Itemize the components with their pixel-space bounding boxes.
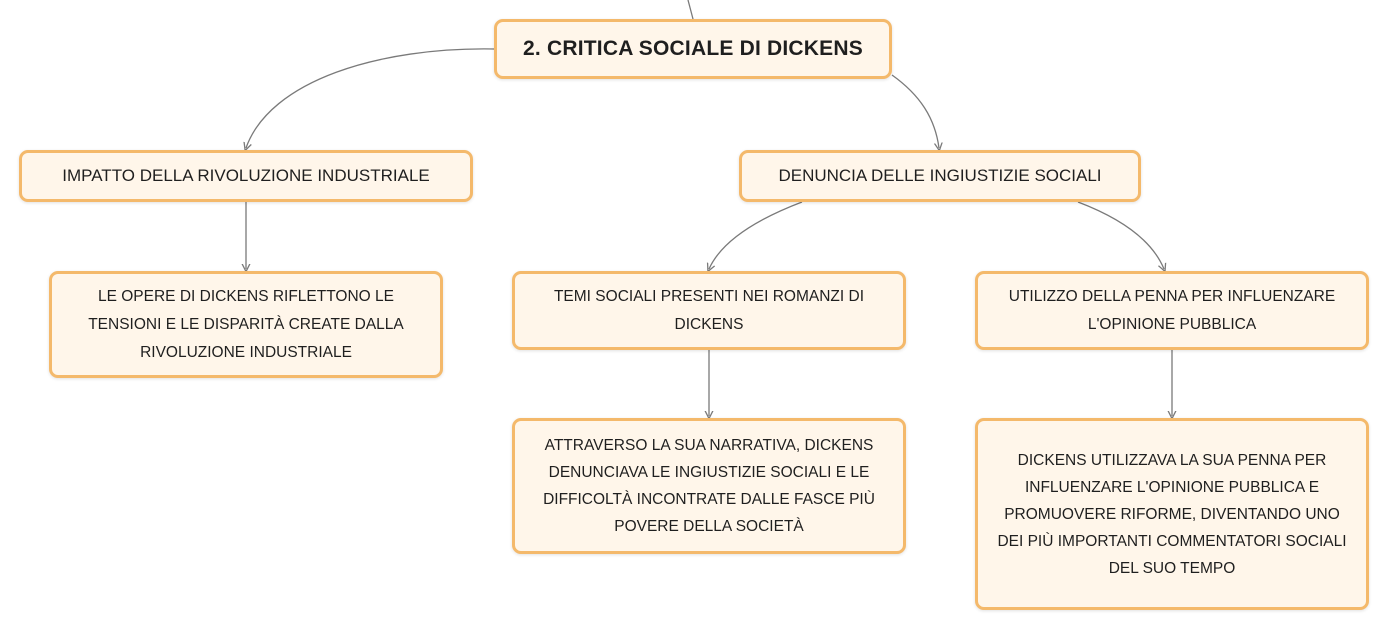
- node-temi-sociali[interactable]: TEMI SOCIALI PRESENTI NEI ROMANZI DI DIC…: [512, 271, 906, 350]
- node-opere-dickens[interactable]: LE OPERE DI DICKENS RIFLETTONO LE TENSIO…: [49, 271, 443, 378]
- node-dickens-penna[interactable]: DICKENS UTILIZZAVA LA SUA PENNA PER INFL…: [975, 418, 1369, 610]
- node-critica-sociale-label: 2. CRITICA SOCIALE DI DICKENS: [523, 37, 863, 60]
- node-temi-sociali-label: TEMI SOCIALI PRESENTI NEI ROMANZI DI DIC…: [553, 287, 865, 333]
- node-impatto-rivoluzione-label: IMPATTO DELLA RIVOLUZIONE INDUSTRIALE: [62, 166, 430, 185]
- node-denuncia-ingiustizie[interactable]: DENUNCIA DELLE INGIUSTIZIE SOCIALI: [739, 150, 1141, 202]
- connector-denuncia-utilizzo: [1077, 201, 1164, 269]
- connector-denuncia-temi: [709, 201, 803, 269]
- node-dickens-penna-label: DICKENS UTILIZZAVA LA SUA PENNA PER INFL…: [997, 451, 1347, 577]
- node-attraverso-narrativa-label: ATTRAVERSO LA SUA NARRATIVA, DICKENS DEN…: [543, 437, 875, 535]
- node-impatto-rivoluzione[interactable]: IMPATTO DELLA RIVOLUZIONE INDUSTRIALE: [19, 150, 473, 202]
- connector-root-impact: [246, 48, 495, 148]
- connector-root-denuncia: [891, 74, 939, 148]
- node-opere-dickens-label: LE OPERE DI DICKENS RIFLETTONO LE TENSIO…: [88, 287, 404, 361]
- node-attraverso-narrativa[interactable]: ATTRAVERSO LA SUA NARRATIVA, DICKENS DEN…: [512, 418, 906, 554]
- node-denuncia-ingiustizie-label: DENUNCIA DELLE INGIUSTIZIE SOCIALI: [778, 166, 1102, 185]
- connector-incoming-root: [687, 0, 694, 20]
- node-utilizzo-penna-label: UTILIZZO DELLA PENNA PER INFLUENZARE L'O…: [1008, 287, 1336, 333]
- node-critica-sociale[interactable]: 2. CRITICA SOCIALE DI DICKENS: [494, 19, 892, 79]
- node-utilizzo-penna[interactable]: UTILIZZO DELLA PENNA PER INFLUENZARE L'O…: [975, 271, 1369, 350]
